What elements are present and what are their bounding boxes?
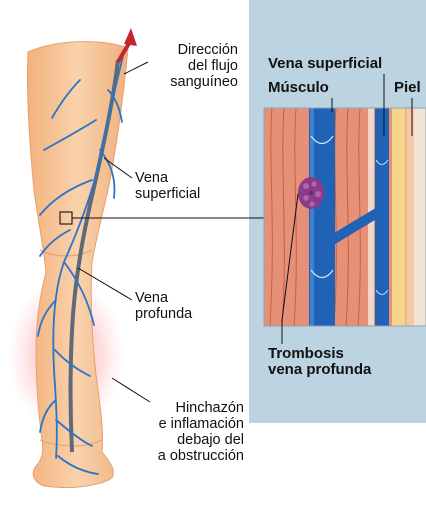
label-line: vena profunda	[268, 362, 371, 378]
label-superficial-vein-inset: Vena superficial	[268, 56, 382, 72]
inset-cross-section	[264, 108, 426, 326]
label-line: sanguíneo	[150, 74, 238, 90]
label-superficial-vein-leg: Vena superficial	[135, 170, 200, 202]
label-deep-vein-leg: Vena profunda	[135, 290, 192, 322]
label-swelling: Hinchazón e inflamación debajo del a obs…	[140, 400, 244, 464]
label-line: Dirección	[150, 42, 238, 58]
label-line: Vena	[135, 290, 192, 306]
label-line: profunda	[135, 306, 192, 322]
label-muscle: Músculo	[268, 80, 329, 96]
label-line: a obstrucción	[140, 448, 244, 464]
label-line: debajo del	[140, 432, 244, 448]
label-line: Trombosis	[268, 346, 371, 362]
label-line: e inflamación	[140, 416, 244, 432]
label-thrombosis: Trombosis vena profunda	[268, 346, 371, 378]
label-line: del flujo	[150, 58, 238, 74]
label-flow-direction: Dirección del flujo sanguíneo	[150, 42, 238, 90]
skin-layer	[406, 108, 414, 326]
fat-layer	[392, 108, 406, 326]
label-line: Vena	[135, 170, 200, 186]
label-line: Hinchazón	[140, 400, 244, 416]
label-line: superficial	[135, 186, 200, 202]
flow-arrowhead	[124, 28, 137, 46]
label-skin: Piel	[394, 80, 421, 96]
blood-clot	[298, 177, 324, 209]
skin-outer	[414, 108, 426, 326]
